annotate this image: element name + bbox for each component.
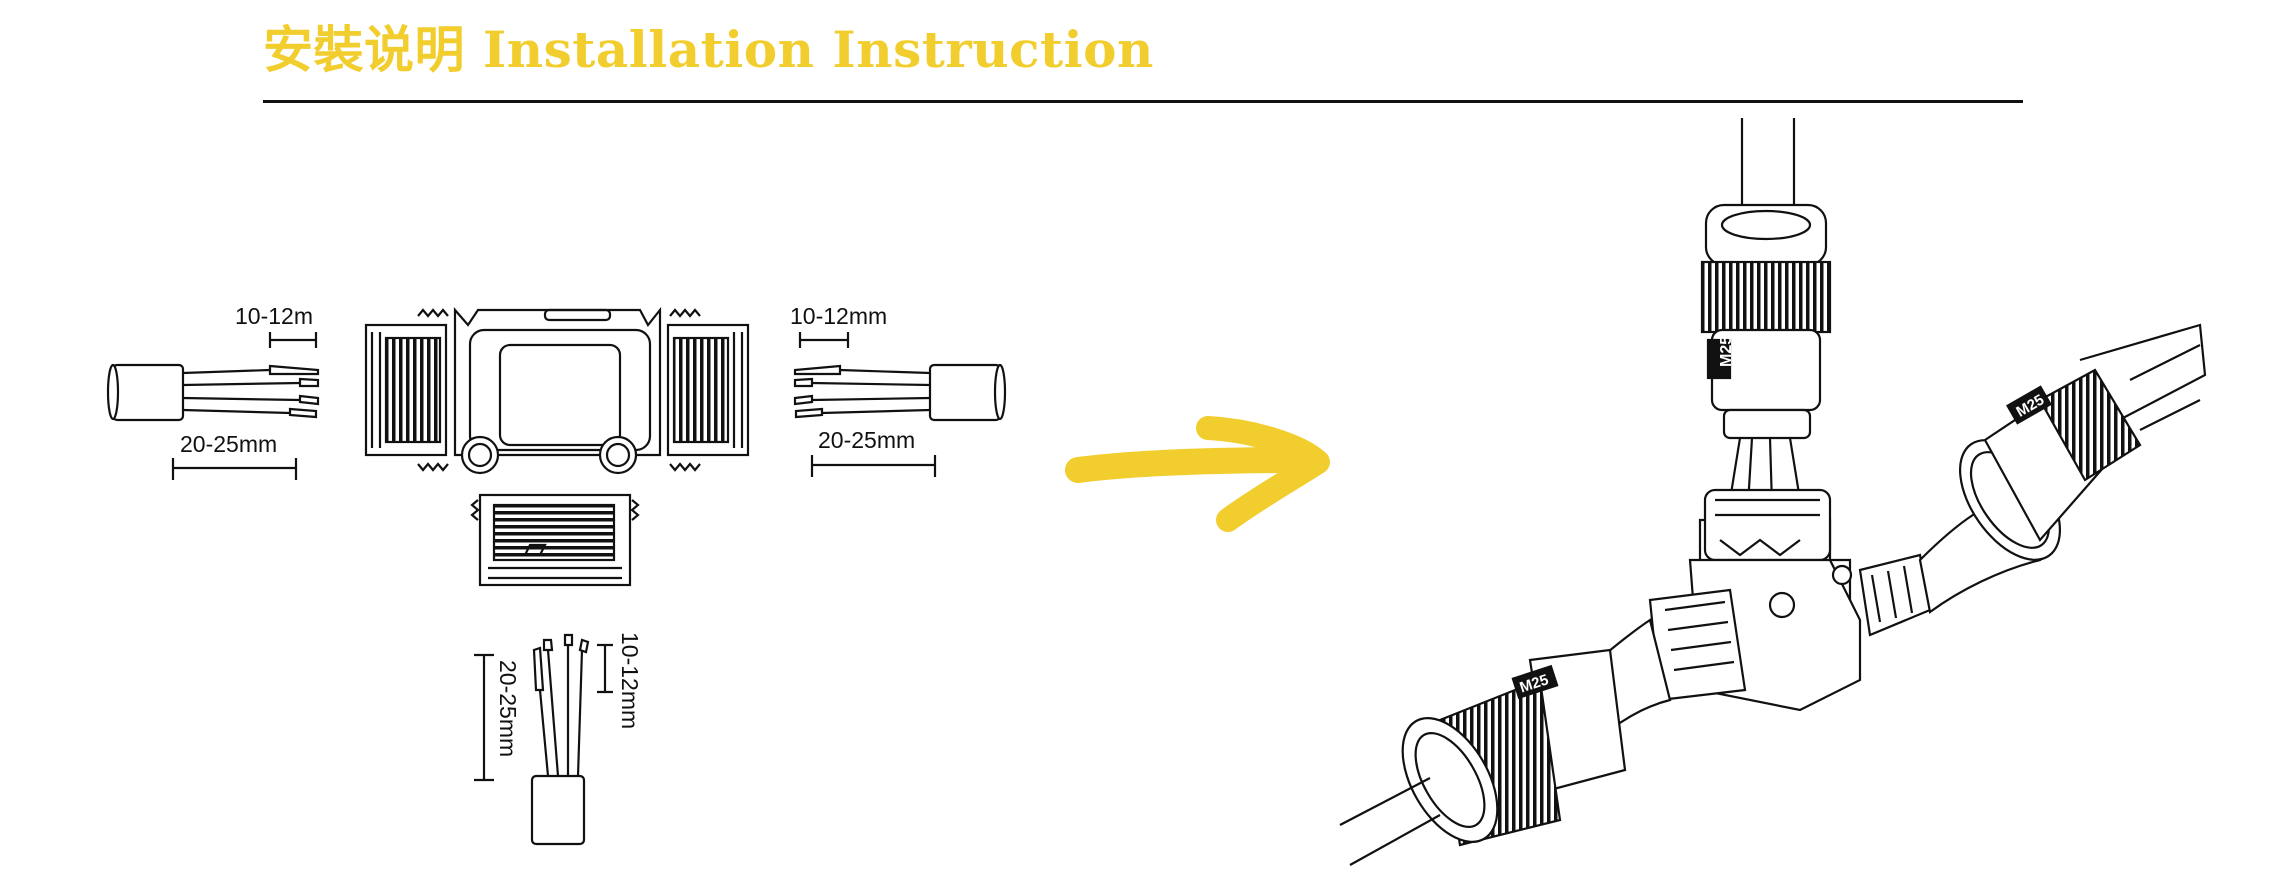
- title-divider: [263, 100, 2023, 103]
- right-cable: [793, 363, 1007, 422]
- bottom-strip-dim-line: [597, 643, 613, 694]
- right-strip-dimension: 10-12mm: [790, 303, 887, 329]
- t-connector-body: [364, 306, 750, 587]
- assembled-connector-view: M25 M25: [1339, 118, 2207, 866]
- assembled-t-body: [1648, 488, 1932, 712]
- exploded-connector-view: 10-12m 20-25mm: [106, 303, 1007, 846]
- right-jacket-dimension: 20-25mm: [818, 427, 915, 453]
- left-strip-dimension: 10-12m: [235, 303, 313, 329]
- bottom-jacket-dim-line: [474, 653, 494, 782]
- left-jacket-dimension: 20-25mm: [180, 431, 277, 457]
- left-strip-dim-line: [268, 332, 318, 348]
- right-jacket-dim-line: [810, 455, 937, 477]
- left-jacket-dim-line: [171, 458, 298, 480]
- top-cable-gland: M25: [1700, 118, 1832, 506]
- bottom-cable: [530, 633, 590, 846]
- left-cable-gland: M25: [1339, 618, 1672, 866]
- bottom-strip-dimension: 10-12mm: [617, 632, 643, 729]
- page-title: 安裝说明 Installation Instruction: [263, 20, 1154, 79]
- top-gland-size-label: M25: [1718, 336, 1735, 367]
- arrow-icon: [1065, 416, 1330, 532]
- right-strip-dim-line: [798, 332, 850, 348]
- left-cable: [106, 363, 320, 422]
- right-cable-gland: M25: [1918, 323, 2207, 614]
- bottom-jacket-dimension: 20-25mm: [495, 660, 521, 757]
